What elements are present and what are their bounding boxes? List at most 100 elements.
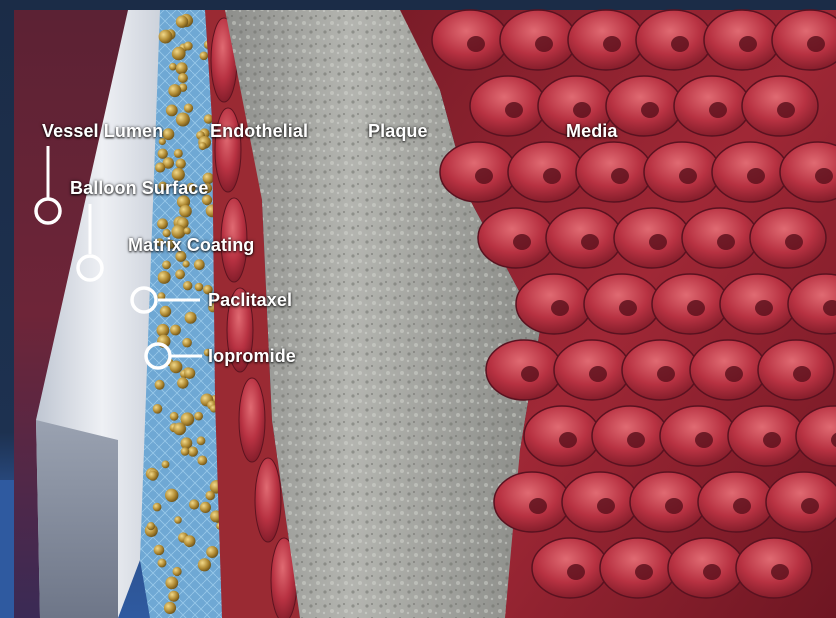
media-cell	[720, 274, 796, 334]
media-cell	[668, 538, 744, 598]
paclitaxel-particle	[194, 412, 203, 421]
paclitaxel-particle	[197, 456, 207, 466]
paclitaxel-particle	[200, 502, 211, 513]
paclitaxel-particle	[162, 261, 171, 270]
media-cell	[712, 142, 788, 202]
paclitaxel-particle	[154, 545, 165, 556]
paclitaxel-particle	[168, 84, 181, 97]
paclitaxel-particle	[169, 63, 177, 71]
paclitaxel-particle	[164, 602, 176, 614]
media-cell	[758, 340, 834, 400]
paclitaxel-particle	[185, 312, 197, 324]
media-cell	[524, 406, 600, 466]
media-cell	[554, 340, 630, 400]
paclitaxel-particle	[184, 104, 193, 113]
paclitaxel-particle	[184, 227, 191, 234]
media-cell	[742, 76, 818, 136]
matrix-coating-label: Matrix Coating	[128, 235, 254, 256]
media-cell	[432, 10, 508, 70]
paclitaxel-particle	[206, 546, 218, 558]
media-cell	[622, 340, 698, 400]
paclitaxel-particle	[176, 62, 188, 74]
paclitaxel-particle	[158, 149, 168, 159]
paclitaxel-particle	[181, 447, 190, 456]
media-cell	[636, 10, 712, 70]
paclitaxel-particle	[200, 52, 209, 61]
media-cell	[600, 538, 676, 598]
media-cell	[508, 142, 584, 202]
paclitaxel-particle	[195, 283, 204, 292]
media-cell	[682, 208, 758, 268]
paclitaxel-particle	[179, 205, 192, 218]
paclitaxel-particle	[189, 499, 199, 509]
paclitaxel-particle	[199, 142, 207, 150]
media-cell	[568, 10, 644, 70]
media-cell	[532, 538, 608, 598]
media-cell	[728, 406, 804, 466]
paclitaxel-particle	[184, 42, 193, 51]
media-cell	[584, 274, 660, 334]
paclitaxel-particle	[160, 306, 171, 317]
media-cell	[750, 208, 826, 268]
vessel-lumen-label: Vessel Lumen	[42, 121, 163, 142]
paclitaxel-particle	[158, 559, 167, 568]
media-cell	[698, 472, 774, 532]
balloon-surface-edge	[36, 420, 118, 618]
paclitaxel-particle	[197, 436, 206, 445]
paclitaxel-particle	[170, 325, 181, 336]
media-cell	[478, 208, 554, 268]
paclitaxel-particle	[177, 377, 188, 388]
paclitaxel-particle	[174, 516, 182, 524]
paclitaxel-particle	[148, 471, 158, 481]
paclitaxel-particle	[155, 380, 165, 390]
media-cell	[736, 538, 812, 598]
media-cell	[576, 142, 652, 202]
media-cell	[674, 76, 750, 136]
media-cell	[470, 76, 546, 136]
paclitaxel-particle	[188, 447, 198, 457]
media-cell	[766, 472, 836, 532]
paclitaxel-particle	[168, 591, 179, 602]
paclitaxel-particle	[183, 260, 190, 267]
media-cell	[644, 142, 720, 202]
media-cell	[660, 406, 736, 466]
paclitaxel-particle	[172, 47, 185, 60]
paclitaxel-particle	[157, 218, 168, 229]
paclitaxel-particle	[175, 269, 185, 279]
iopromide-label: Iopromide	[208, 346, 296, 367]
paclitaxel-particle	[147, 522, 155, 530]
paclitaxel-particle	[184, 368, 195, 379]
paclitaxel-particle	[198, 558, 211, 571]
left-blue-panel	[0, 480, 14, 618]
paclitaxel-particle	[173, 567, 182, 576]
media-cell	[546, 208, 622, 268]
media-cell	[516, 274, 592, 334]
paclitaxel-particle	[158, 271, 171, 284]
media-cell	[592, 406, 668, 466]
paclitaxel-particle	[194, 259, 205, 270]
paclitaxel-particle	[205, 491, 215, 501]
paclitaxel-particle	[165, 489, 178, 502]
media-cell	[440, 142, 516, 202]
paclitaxel-particle	[162, 461, 170, 469]
paclitaxel-particle	[174, 149, 183, 158]
media-cell	[690, 340, 766, 400]
paclitaxel-particle	[170, 412, 179, 421]
media-cell	[500, 10, 576, 70]
paclitaxel-particle	[173, 423, 186, 436]
paclitaxel-particle	[176, 16, 188, 28]
paclitaxel-particle	[170, 361, 183, 374]
media-cell	[494, 472, 570, 532]
balloon-surface-label: Balloon Surface	[70, 178, 209, 199]
paclitaxel-particle	[165, 577, 178, 590]
media-cell	[652, 274, 728, 334]
media-cell	[630, 472, 706, 532]
paclitaxel-particle	[153, 503, 162, 512]
paclitaxel-particle	[153, 404, 163, 414]
paclitaxel-particle	[176, 159, 186, 169]
paclitaxel-particle	[163, 128, 175, 140]
paclitaxel-particle	[183, 281, 192, 290]
media-cell	[704, 10, 780, 70]
